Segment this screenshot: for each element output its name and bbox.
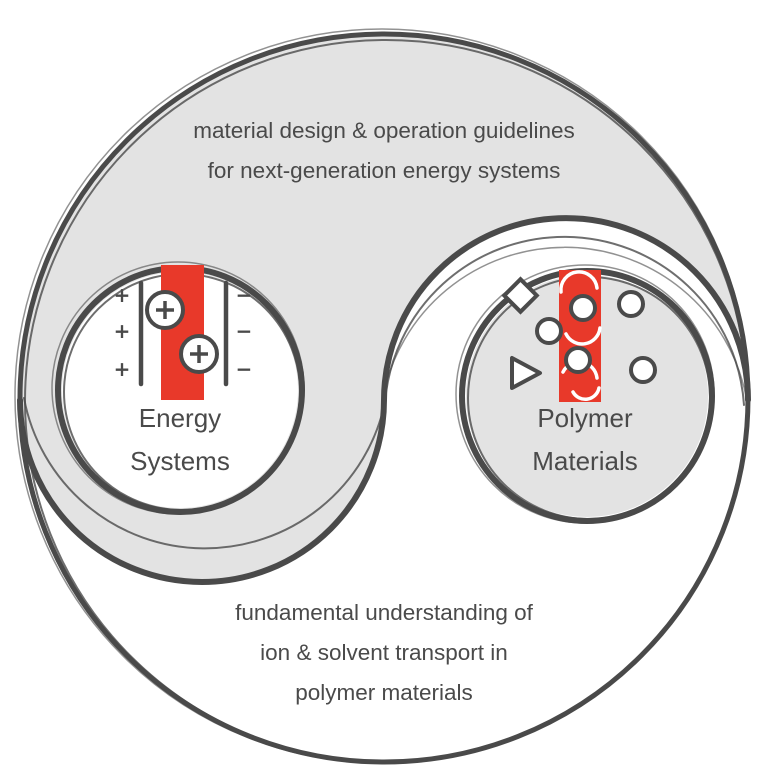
energy-label-line1: Energy xyxy=(139,403,221,433)
diamond-particle xyxy=(501,276,540,315)
s-curve-divider xyxy=(17,215,751,585)
ion-in-membrane-2 xyxy=(564,346,592,374)
minus-sign-3: − xyxy=(236,357,253,381)
bottom-caption-line2: ion & solvent transport in xyxy=(260,640,508,665)
electrochemical-cell-icon: + + + − − − xyxy=(114,265,253,400)
polymer-materials-circle: Polymer Materials xyxy=(455,264,715,524)
plus-sign-3: + xyxy=(114,357,131,381)
top-caption-line2: for next-generation energy systems xyxy=(208,158,561,183)
polymer-label-line2: Materials xyxy=(532,446,637,476)
plus-sign-2: + xyxy=(114,319,131,343)
energy-label-line2: Systems xyxy=(130,446,230,476)
minus-sign-2: − xyxy=(236,319,253,343)
ion-in-membrane-1 xyxy=(569,294,597,322)
cation-icon-2 xyxy=(179,334,219,374)
energy-systems-circle: + + + − − − Energy Systems xyxy=(51,261,305,515)
separator-bar xyxy=(161,265,204,400)
circle-particle-3 xyxy=(629,356,657,384)
top-caption-line1: material design & operation guidelines xyxy=(193,118,575,143)
circle-particle-2 xyxy=(617,290,645,318)
polymer-membrane-icon xyxy=(501,270,657,402)
minus-sign-1: − xyxy=(236,283,253,307)
bottom-caption-line3: polymer materials xyxy=(295,680,473,705)
triangle-particle xyxy=(510,356,542,390)
polymer-label-line1: Polymer xyxy=(537,403,633,433)
cation-icon-1 xyxy=(145,290,185,330)
circle-particle-1 xyxy=(535,317,563,345)
plus-sign-1: + xyxy=(114,283,131,307)
bottom-caption-line1: fundamental understanding of xyxy=(235,600,533,625)
